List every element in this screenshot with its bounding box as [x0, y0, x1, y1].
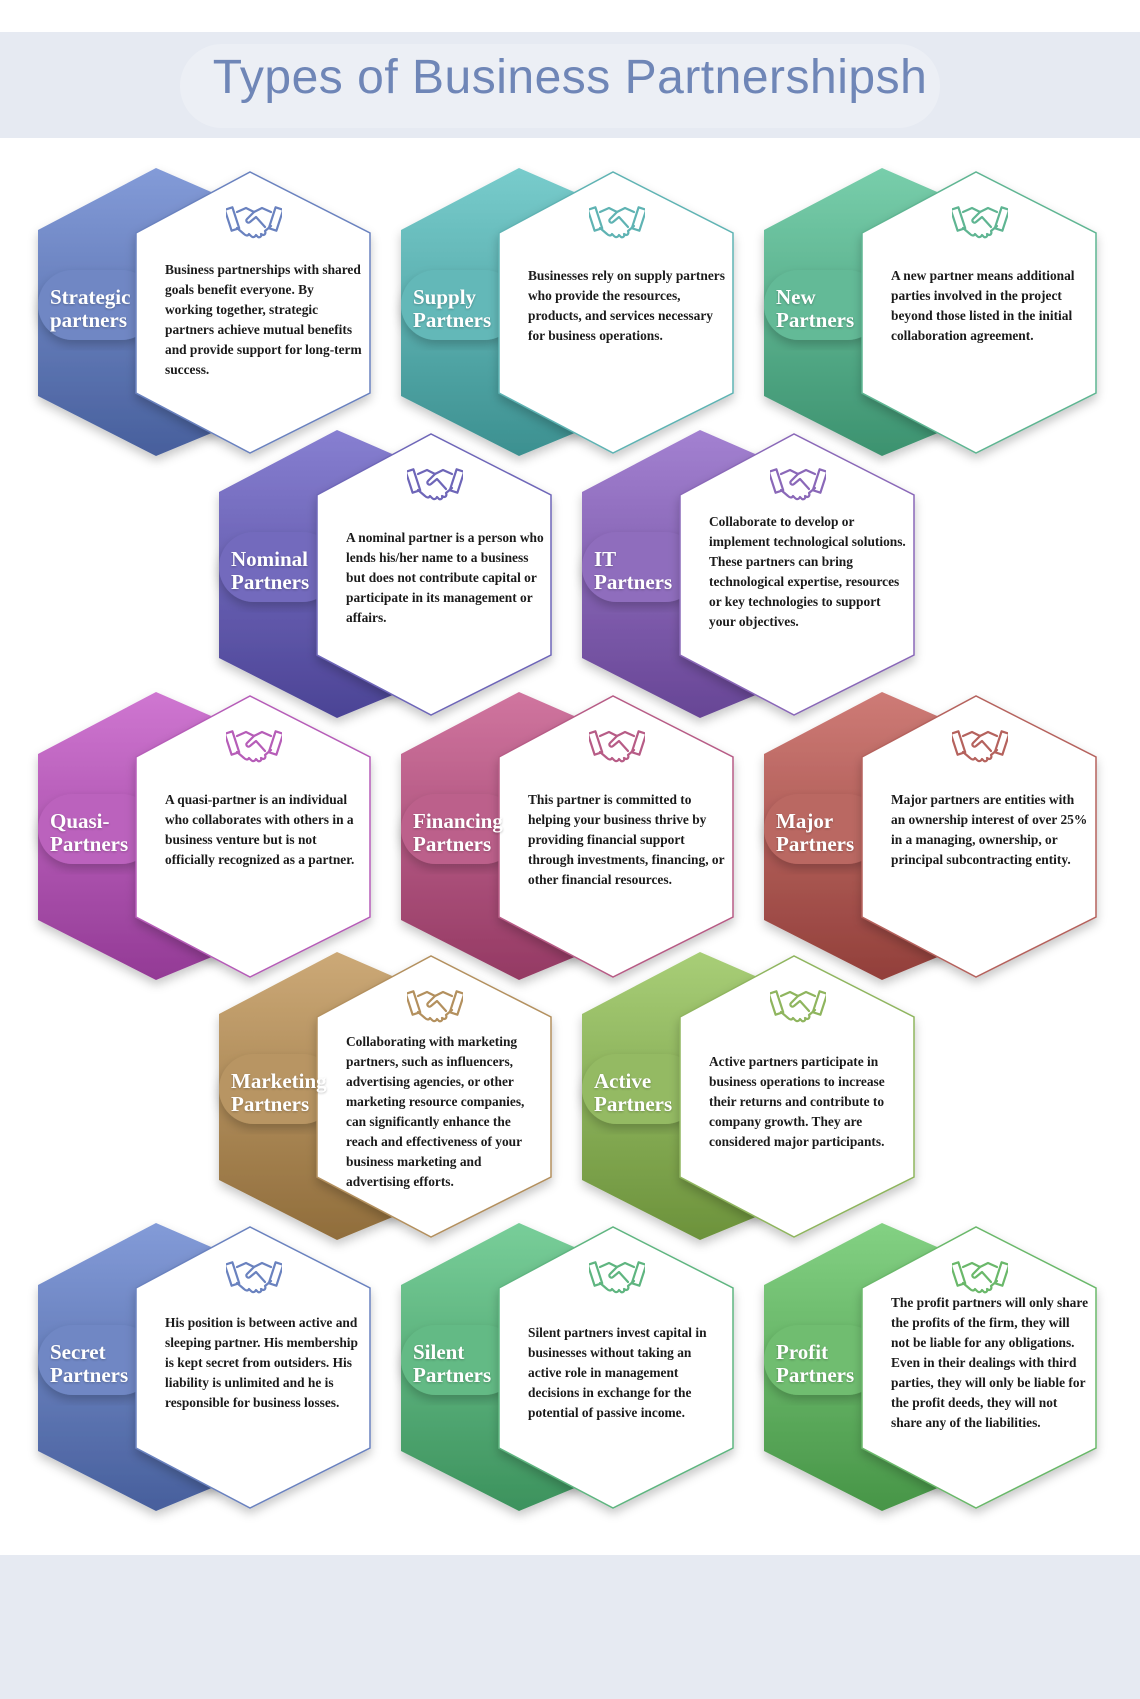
- hexagon-shapes: [401, 168, 734, 456]
- handshake-icon: [226, 1261, 282, 1294]
- partner-description: Collaborate to develop or implement tech…: [709, 514, 906, 629]
- partner-card: Profit Partners The profit partners will …: [764, 1223, 1099, 1511]
- label-tab: [219, 532, 337, 602]
- partner-card: Secret Partners His position is between a…: [38, 1223, 373, 1511]
- hexagon-shapes: [764, 1223, 1097, 1511]
- label-tab: [764, 794, 882, 864]
- partner-type-label: Financing Partners: [413, 809, 503, 856]
- partner-type-label: Silent Partners: [413, 1340, 492, 1387]
- handshake-icon: [952, 730, 1008, 763]
- partner-card: Active Partners Active partners participa…: [582, 952, 917, 1240]
- partner-card: Quasi- Partners A quasi-partner is an ind…: [38, 692, 373, 980]
- partner-description: A new partner means additional parties i…: [891, 268, 1075, 343]
- handshake-icon: [589, 730, 645, 763]
- white-hexagon: [861, 171, 1097, 454]
- partner-type-label: Profit Partners: [776, 1340, 855, 1387]
- handshake-icon: [952, 1261, 1008, 1294]
- hexagon-shapes: [38, 168, 371, 456]
- handshake-icon: [952, 206, 1008, 239]
- label-tab: [582, 532, 700, 602]
- partner-type-label: Active Partners: [594, 1069, 673, 1116]
- hexagon-shapes: [582, 430, 915, 718]
- handshake-icon: [407, 990, 463, 1023]
- partner-card: Marketing Partners Collaborating with mar…: [219, 952, 554, 1240]
- hexagon-shapes: [219, 952, 552, 1240]
- page-title: Types of Business Partnershipsh: [212, 51, 928, 104]
- white-hexagon: [135, 171, 371, 454]
- white-hexagon: [498, 1226, 734, 1509]
- partner-description: Business partnerships with shared goals …: [165, 262, 362, 377]
- partner-description: A nominal partner is a person who lends …: [346, 530, 544, 625]
- title-pill: [180, 44, 940, 128]
- hexagon-shapes: [764, 168, 1097, 456]
- partner-type-label: Secret Partners: [50, 1340, 129, 1387]
- partner-type-label: IT Partners: [594, 547, 673, 594]
- partner-type-label: New Partners: [776, 285, 855, 332]
- handshake-icon: [770, 468, 826, 501]
- hexagon-shapes: [219, 430, 552, 718]
- white-hexagon: [498, 171, 734, 454]
- white-hexagon: [316, 955, 552, 1238]
- label-tab: [38, 270, 156, 340]
- label-tab: [401, 794, 519, 864]
- handshake-icon: [226, 730, 282, 763]
- partner-type-label: Supply Partners: [413, 285, 492, 332]
- footer-band: [0, 1555, 1140, 1699]
- partner-card: New Partners A new partner means addition…: [764, 168, 1099, 456]
- white-hexagon: [135, 695, 371, 978]
- white-hexagon: [679, 433, 915, 716]
- label-tab: [38, 1325, 156, 1395]
- partner-description: Major partners are entities with an owne…: [891, 792, 1088, 867]
- handshake-icon: [407, 468, 463, 501]
- label-tab: [401, 1325, 519, 1395]
- partner-description: Businesses rely on supply partners who p…: [528, 268, 725, 343]
- label-tab: [582, 1054, 700, 1124]
- handshake-icon: [770, 990, 826, 1023]
- white-hexagon: [861, 1226, 1097, 1509]
- label-tab: [764, 270, 882, 340]
- partner-type-label: Quasi- Partners: [50, 809, 129, 856]
- partner-card: Nominal Partners A nominal partner is a p…: [219, 430, 554, 718]
- white-hexagon: [679, 955, 915, 1238]
- hexagon-shapes: [764, 692, 1097, 980]
- handshake-icon: [589, 1261, 645, 1294]
- hexagon-shapes: [38, 1223, 371, 1511]
- partner-card: Major Partners Major partners are entitie…: [764, 692, 1099, 980]
- hexagon-shapes: [38, 692, 371, 980]
- partner-description: This partner is committed to helping you…: [528, 792, 725, 887]
- handshake-icon: [589, 206, 645, 239]
- white-hexagon: [498, 695, 734, 978]
- handshake-icon: [226, 206, 282, 239]
- partner-card: Silent Partners Silent partners invest ca…: [401, 1223, 736, 1511]
- label-tab: [219, 1054, 337, 1124]
- partner-description: His position is between active and sleep…: [165, 1315, 358, 1410]
- partner-description: Collaborating with marketing partners, s…: [346, 1034, 525, 1189]
- partner-type-label: Strategic partners: [50, 285, 131, 332]
- hexagon-shapes: [401, 692, 734, 980]
- hexagon-shapes: [401, 1223, 734, 1511]
- hexagon-shapes: [582, 952, 915, 1240]
- label-tab: [764, 1325, 882, 1395]
- partner-type-label: Marketing Partners: [231, 1069, 327, 1116]
- label-tab: [38, 794, 156, 864]
- partner-description: Active partners participate in business …: [709, 1054, 885, 1149]
- partner-card: Strategic partners Business partnerships …: [38, 168, 373, 456]
- partner-description: A quasi-partner is an individual who col…: [165, 792, 355, 867]
- partner-card: IT Partners Collaborate to develop or imp…: [582, 430, 917, 718]
- label-tab: [401, 270, 519, 340]
- white-hexagon: [861, 695, 1097, 978]
- partner-type-label: Nominal Partners: [231, 547, 310, 594]
- partner-type-label: Major Partners: [776, 809, 855, 856]
- white-hexagon: [316, 433, 552, 716]
- partner-description: Silent partners invest capital in busine…: [528, 1325, 707, 1420]
- white-hexagon: [135, 1226, 371, 1509]
- partner-card: Supply Partners Businesses rely on supply…: [401, 168, 736, 456]
- partner-description: The profit partners will only share the …: [891, 1295, 1089, 1430]
- partner-card: Financing Partners This partner is commit…: [401, 692, 736, 980]
